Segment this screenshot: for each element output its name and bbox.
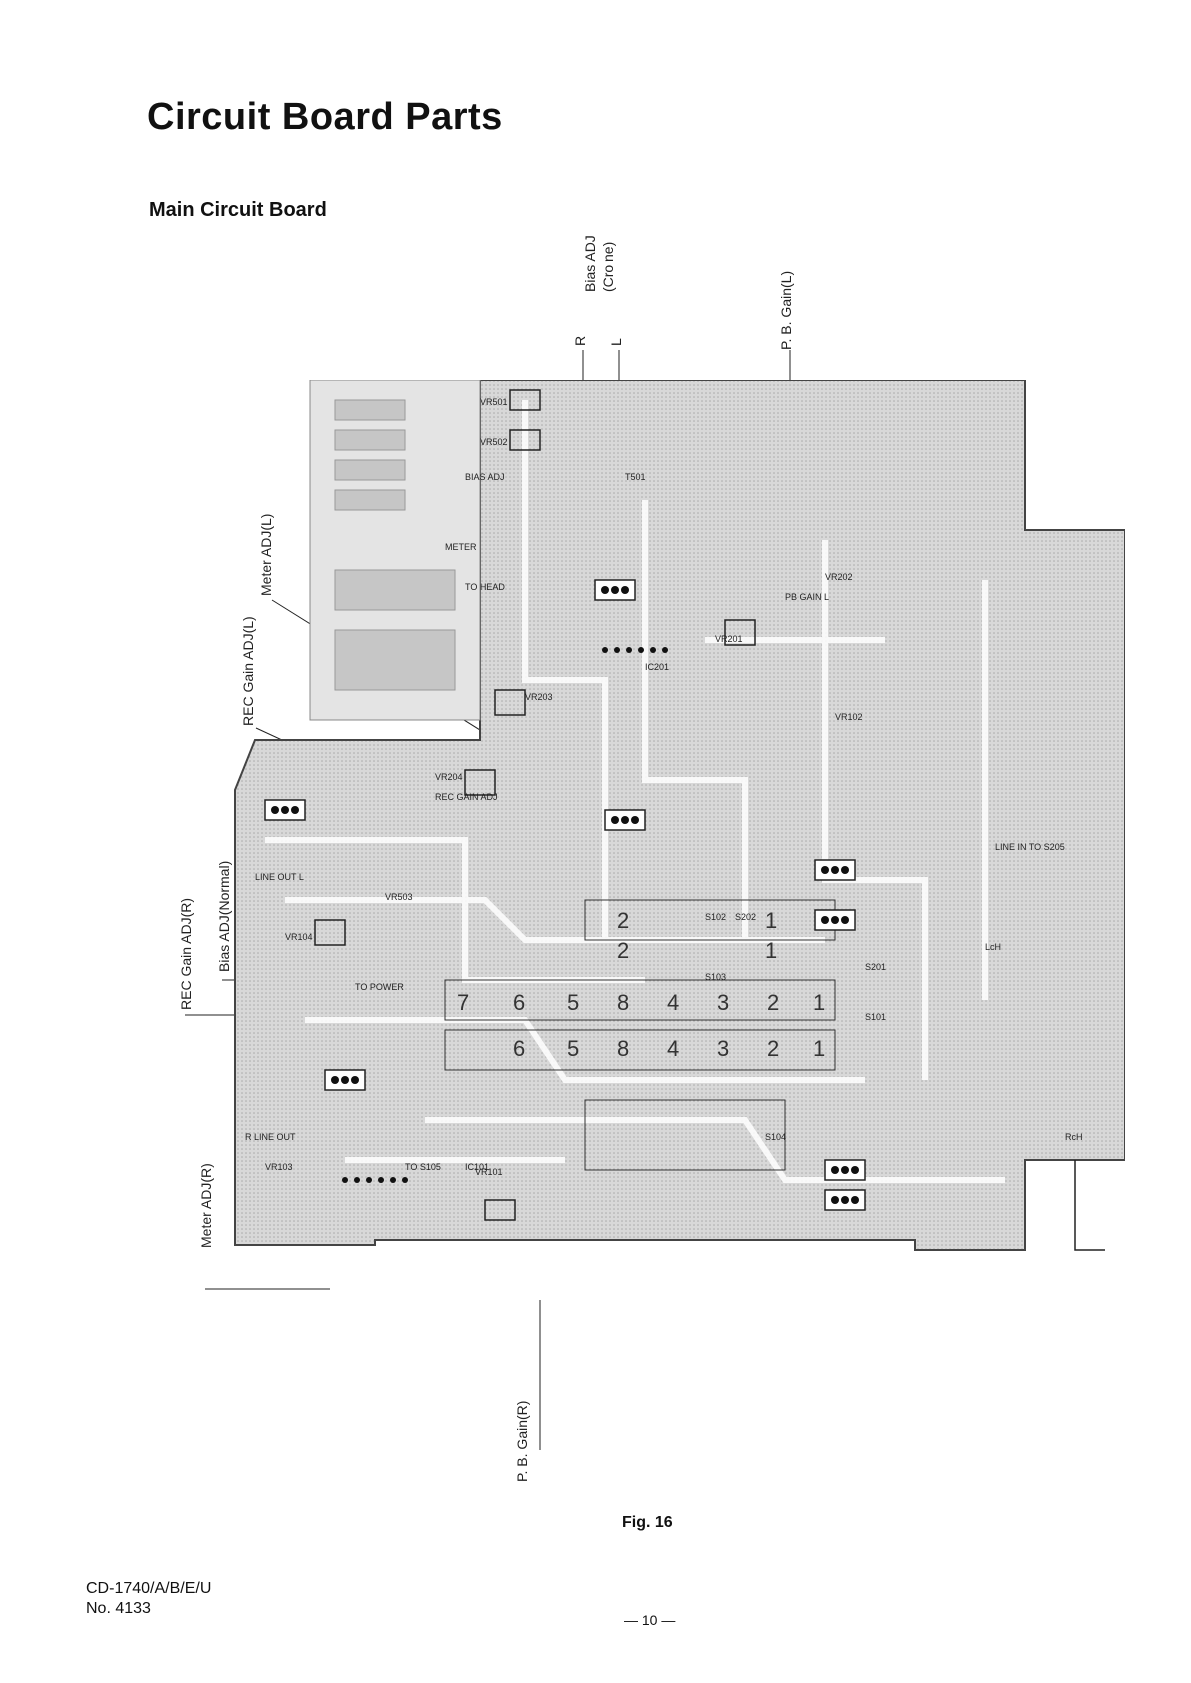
svg-text:1: 1 — [813, 1036, 825, 1061]
svg-text:1: 1 — [765, 938, 777, 963]
label-t501: T501 — [625, 472, 646, 482]
svg-text:5: 5 — [567, 990, 579, 1015]
model-number: CD-1740/A/B/E/U — [86, 1580, 212, 1597]
label-rch: RcH — [1065, 1132, 1083, 1142]
section-title: Main Circuit Board — [149, 199, 327, 221]
circuit-board-diagram: 2 1 2 1 7 6 5 8 4 3 2 1 6 5 8 4 3 2 1 — [234, 380, 1125, 1251]
label-vr502: VR502 — [480, 437, 508, 447]
svg-text:6: 6 — [513, 1036, 525, 1061]
svg-text:3: 3 — [717, 990, 729, 1015]
label-vr501: VR501 — [480, 397, 508, 407]
label-vr103: VR103 — [265, 1162, 293, 1172]
label-s102: S102 — [705, 912, 726, 922]
figure-caption: Fig. 16 — [622, 1514, 673, 1531]
label-vr202: VR202 — [825, 572, 853, 582]
svg-text:8: 8 — [617, 990, 629, 1015]
label-s104: S104 — [765, 1132, 786, 1142]
svg-text:2: 2 — [767, 1036, 779, 1061]
label-to-head: TO HEAD — [465, 582, 505, 592]
trimmer-pots — [314, 389, 756, 1221]
label-to-power: TO POWER — [355, 982, 404, 992]
svg-text:5: 5 — [567, 1036, 579, 1061]
label-meter: METER — [445, 542, 477, 552]
svg-text:4: 4 — [667, 990, 679, 1015]
label-s105: TO S105 — [405, 1162, 441, 1172]
label-line-in: LINE IN TO S205 — [995, 842, 1065, 852]
svg-text:3: 3 — [717, 1036, 729, 1061]
svg-text:6: 6 — [513, 990, 525, 1015]
svg-text:1: 1 — [765, 908, 777, 933]
label-s101: S101 — [865, 1012, 886, 1022]
label-ic201: IC201 — [645, 662, 669, 672]
label-vr101: VR101 — [475, 1167, 503, 1177]
label-bias-adj-board: BIAS ADJ — [465, 472, 505, 482]
label-line-out-r: R LINE OUT — [245, 1132, 296, 1142]
label-pb-gain: PB GAIN L — [785, 592, 829, 602]
label-lch: LcH — [985, 942, 1001, 952]
label-s103: S103 — [705, 972, 726, 982]
label-line-out-l: LINE OUT L — [255, 872, 304, 882]
label-vr102: VR102 — [835, 712, 863, 722]
svg-text:2: 2 — [617, 938, 629, 963]
label-vr104: VR104 — [285, 932, 313, 942]
svg-text:1: 1 — [813, 990, 825, 1015]
svg-text:7: 7 — [457, 990, 469, 1015]
page-title: Circuit Board Parts — [147, 96, 503, 138]
svg-text:2: 2 — [767, 990, 779, 1015]
label-vr503: VR503 — [385, 892, 413, 902]
label-s202: S202 — [735, 912, 756, 922]
svg-text:4: 4 — [667, 1036, 679, 1061]
svg-text:2: 2 — [617, 908, 629, 933]
label-vr203: VR203 — [525, 692, 553, 702]
document-number: No. 4133 — [86, 1600, 151, 1617]
svg-text:8: 8 — [617, 1036, 629, 1061]
page-number: — 10 — — [624, 1612, 676, 1628]
label-ic101: IC101 — [465, 1162, 489, 1172]
label-vr204: VR204 — [435, 772, 463, 782]
label-rec-gain: REC GAIN ADJ — [435, 792, 498, 802]
label-s201: S201 — [865, 962, 886, 972]
label-vr201: VR201 — [715, 634, 743, 644]
